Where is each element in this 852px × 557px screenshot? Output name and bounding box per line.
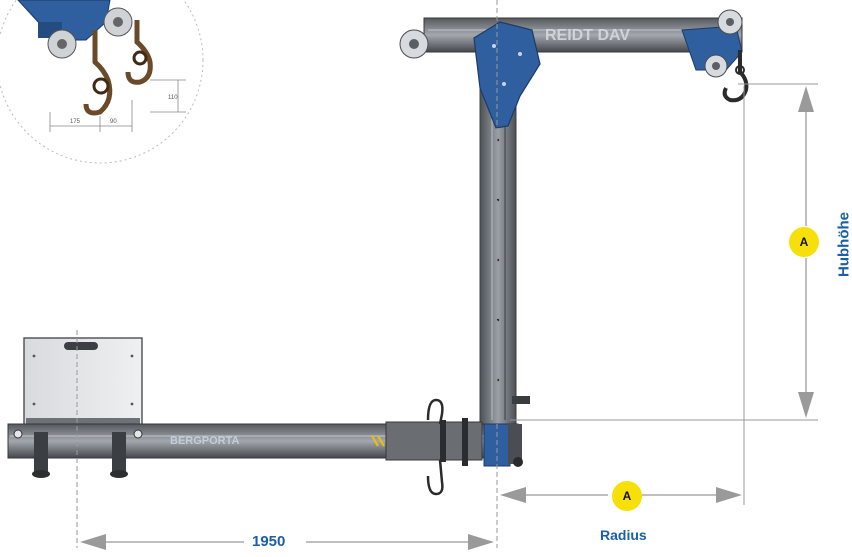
counterweight-box [24,338,142,428]
inset-dim-175: 175 [70,119,81,125]
lift-height-label: Hubhöhe [836,205,852,285]
lift-height-badge: A [789,227,819,257]
inset-dim-90: 90 [110,119,117,125]
inset-dim-110: 110 [168,95,178,101]
dimension-1950-label: 1950 [252,533,285,550]
crane-jib: REIDT DAV [400,10,746,128]
hook-detail-inset: 175 90 110 [0,0,203,163]
radius-label: Radius [600,527,647,543]
radius-badge: A [612,481,642,511]
beam-brand: REIDT DAV [545,27,630,44]
base-brand: BERGPORTA [170,435,240,447]
